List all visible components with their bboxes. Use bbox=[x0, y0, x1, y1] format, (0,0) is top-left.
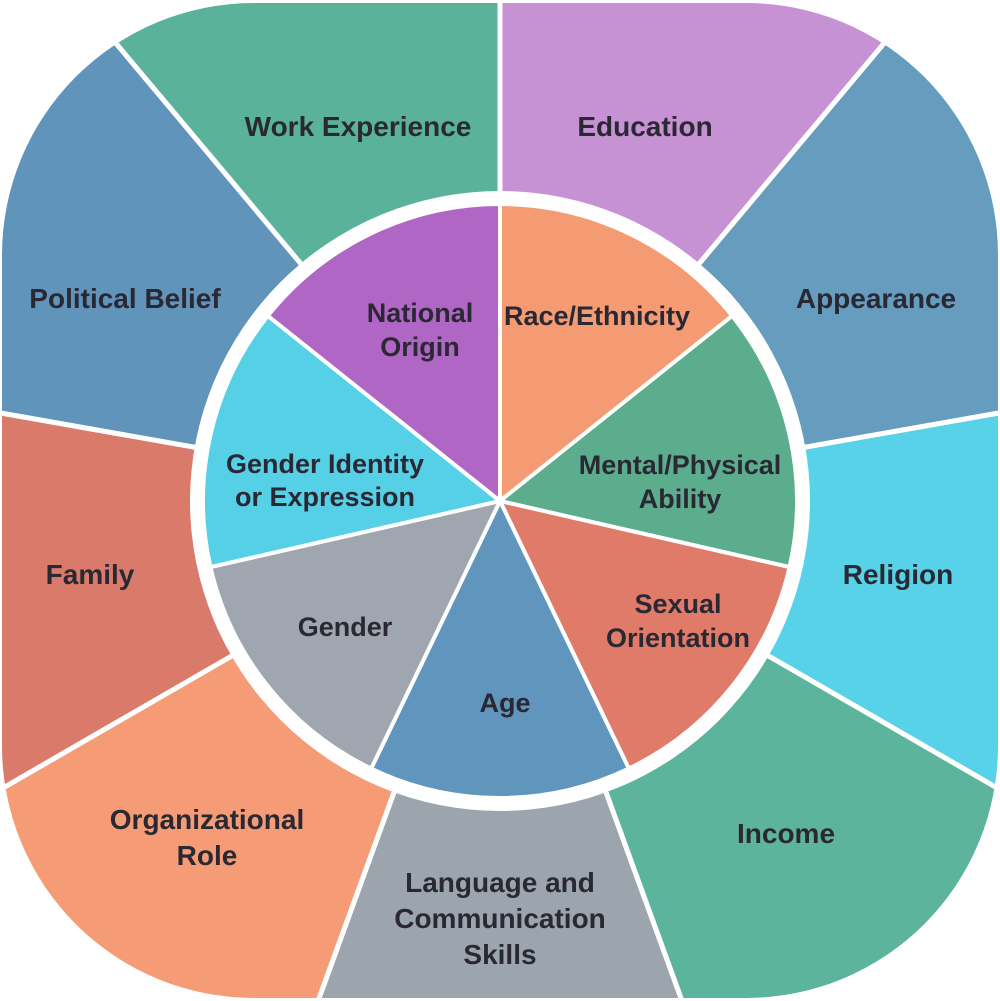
inner-segment-mental-physical-ability bbox=[498, 313, 799, 570]
outer-label-education: Education bbox=[577, 111, 712, 142]
inner-segment-sexual-orientation bbox=[498, 499, 792, 771]
outer-label-family: Family bbox=[46, 559, 135, 590]
inner-segment-age bbox=[369, 499, 631, 800]
inner-segment-race-ethnicity bbox=[498, 202, 735, 503]
inner-label-gender: Gender bbox=[298, 612, 393, 642]
inner-segment-national-origin bbox=[265, 202, 502, 503]
outer-segment-language-and-communication-skills bbox=[188, 493, 812, 998]
labels: EducationAppearanceReligionIncomeLanguag… bbox=[29, 111, 956, 970]
outer-label-religion: Religion bbox=[843, 559, 953, 590]
inner-segment-gender bbox=[208, 499, 502, 771]
outer-label-income: Income bbox=[737, 818, 835, 849]
inner-label-race-ethnicity: Race/Ethnicity bbox=[504, 301, 690, 331]
inner-pie bbox=[201, 202, 799, 800]
outer-label-political-belief: Political Belief bbox=[29, 283, 221, 314]
inner-label-age: Age bbox=[479, 688, 530, 718]
outer-label-work-experience: Work Experience bbox=[245, 111, 472, 142]
inner-segment-gender-identity-or-expression bbox=[201, 313, 502, 570]
outer-label-appearance: Appearance bbox=[796, 283, 956, 314]
